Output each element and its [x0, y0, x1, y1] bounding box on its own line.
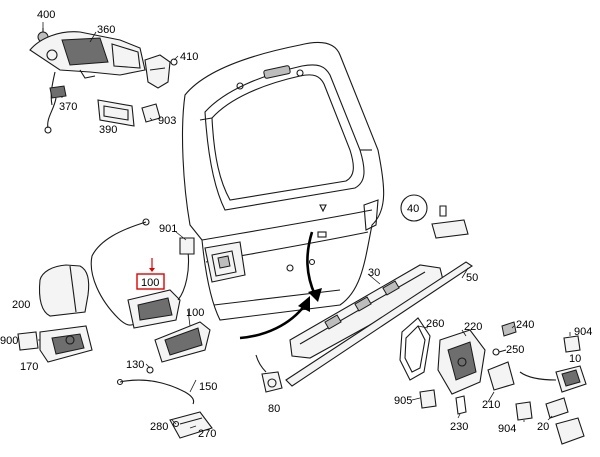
- sensor-370: [44, 85, 67, 134]
- label-260: 260: [426, 318, 444, 330]
- seal-pad-903: [141, 103, 161, 123]
- label-905: 905: [394, 395, 412, 407]
- label-904-bottom: 904: [498, 423, 516, 435]
- bracket-270: [169, 411, 213, 439]
- label-360: 360: [97, 24, 115, 36]
- handle-100-lower: [154, 321, 211, 363]
- label-904-right: 904: [574, 326, 592, 338]
- label-250: 250: [506, 344, 524, 356]
- red-indicator-arrow: [149, 258, 155, 272]
- pad-904-right: [515, 401, 533, 421]
- lock-assembly-360: [29, 28, 146, 106]
- camera-80: [255, 354, 283, 393]
- bolt-250: [492, 348, 507, 356]
- label-10: 10: [569, 353, 581, 365]
- tailgate-panel: [181, 41, 385, 321]
- label-230: 230: [450, 421, 468, 433]
- switch-10: [519, 335, 587, 393]
- license-plate-bracket-390: [97, 99, 135, 127]
- rod-150: [116, 366, 195, 405]
- switch-20: [545, 397, 585, 445]
- label-220: 220: [464, 321, 482, 333]
- label-370: 370: [59, 101, 77, 113]
- latch-170: [17, 325, 93, 363]
- label-40: 40: [407, 203, 419, 215]
- label-400: 400: [37, 9, 55, 21]
- label-20: 20: [537, 421, 549, 433]
- handle-100-highlighted: [127, 251, 190, 329]
- pin-230: [455, 395, 467, 415]
- highlight-box: [136, 273, 165, 290]
- label-240: 240: [516, 319, 534, 331]
- trim-strip-50: [285, 261, 473, 387]
- label-30: 30: [368, 267, 380, 279]
- clip-240: [501, 321, 517, 337]
- label-80: 80: [268, 403, 280, 415]
- assembly-arrows: [239, 231, 322, 340]
- clip-40: [400, 194, 469, 239]
- leader-lines: [38, 22, 571, 429]
- switch-block-901: [179, 237, 195, 255]
- label-903: 903: [158, 115, 176, 127]
- label-100: 100: [186, 307, 204, 319]
- pad-905: [419, 389, 437, 409]
- part-labels: 400 360 410 370 390 903 40 901 100 200 1…: [0, 9, 592, 440]
- trim-bar-30: [289, 264, 445, 359]
- label-901: 901: [159, 223, 177, 235]
- label-390: 390: [99, 124, 117, 136]
- label-210: 210: [482, 399, 500, 411]
- cover-200: [38, 264, 90, 317]
- hinge-bracket-410: [144, 54, 178, 89]
- label-200: 200: [12, 299, 30, 311]
- label-410: 410: [180, 51, 198, 63]
- striker-210: [487, 361, 515, 391]
- label-100-highlighted: 100: [141, 277, 159, 289]
- label-270: 270: [198, 428, 216, 440]
- label-150: 150: [199, 381, 217, 393]
- release-cable: [90, 218, 150, 326]
- label-280: 280: [150, 421, 168, 433]
- label-130: 130: [126, 359, 144, 371]
- label-50: 50: [466, 272, 478, 284]
- lock-220: [437, 329, 486, 395]
- label-170: 170: [20, 361, 38, 373]
- label-900: 900: [0, 335, 18, 347]
